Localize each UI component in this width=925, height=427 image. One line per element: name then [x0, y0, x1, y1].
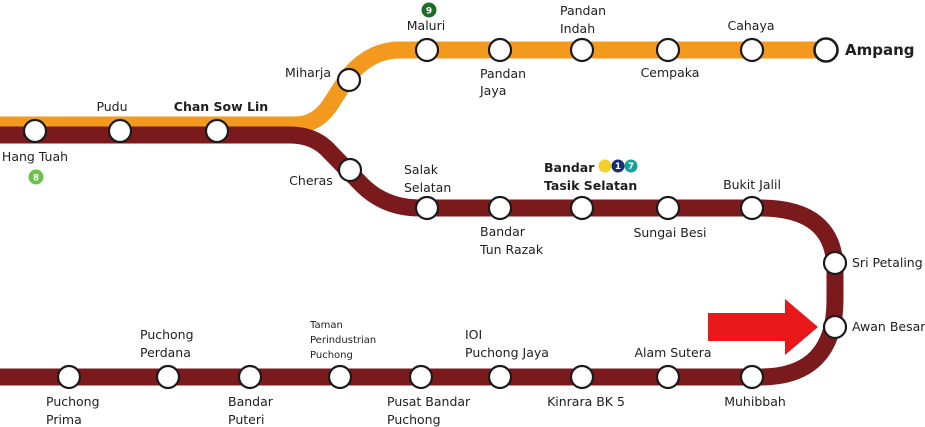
station-label: Puchong — [46, 394, 100, 409]
station-label: Perdana — [140, 345, 191, 360]
station-label: Cahaya — [727, 18, 774, 33]
station-bandar-tun-razak[interactable]: Bandar Tun Razak — [479, 195, 544, 257]
ampang-line-orange — [0, 41, 830, 134]
station-label: Sungai Besi — [633, 225, 706, 240]
station-label: Puteri — [228, 412, 264, 427]
station-pudu[interactable]: Pudu — [96, 99, 133, 144]
station-label: Tun Razak — [479, 242, 544, 257]
station-miharja[interactable]: Miharja — [285, 65, 362, 93]
station-label: Puchong — [387, 412, 441, 427]
station-label: Bandar — [544, 160, 595, 175]
station-muhibbah[interactable]: Muhibbah — [724, 364, 786, 409]
svg-text:8: 8 — [33, 174, 39, 184]
station-label: Salak — [404, 162, 439, 177]
station-label: Bukit Jalil — [723, 177, 781, 192]
station-cempaka[interactable]: Cempaka — [641, 37, 700, 80]
interchange-badge-8: 8 — [28, 169, 44, 185]
station-label: Cempaka — [641, 65, 700, 80]
station-chan-sow-lin[interactable]: Chan Sow Lin — [174, 99, 268, 144]
station-puchong-prima[interactable]: Puchong Prima — [46, 364, 100, 427]
station-label: Awan Besar — [852, 319, 925, 334]
station-cheras[interactable]: Cheras — [289, 157, 363, 188]
station-label: Taman — [309, 320, 343, 331]
station-pusat-bandar-puchong[interactable]: Pusat Bandar Puchong — [387, 364, 471, 427]
station-alam-sutera[interactable]: Alam Sutera — [634, 345, 712, 390]
station-label: Indah — [560, 21, 595, 36]
station-taman-perindustrian-puchong[interactable]: Taman Perindustrian Puchong — [309, 320, 376, 390]
station-label: Pandan — [480, 66, 526, 81]
station-label: Alam Sutera — [634, 345, 711, 360]
station-kinrara-bk5[interactable]: Kinrara BK 5 — [547, 364, 625, 409]
station-label: Puchong Jaya — [465, 345, 549, 360]
sri-petaling-line-maroon — [0, 126, 844, 386]
station-label: Tasik Selatan — [544, 178, 637, 193]
station-label: Pusat Bandar — [387, 394, 471, 409]
station-label: Jaya — [479, 83, 506, 98]
station-label: Hang Tuah — [2, 149, 68, 164]
svg-text:9: 9 — [426, 7, 432, 17]
station-label: Bandar — [228, 394, 274, 409]
station-pandan-indah[interactable]: Pandan Indah — [560, 3, 606, 63]
station-label: Muhibbah — [724, 394, 786, 409]
interchange-badge-1: 1 — [611, 159, 625, 173]
interchange-badge-7: 7 — [624, 159, 638, 173]
station-bandar-puteri[interactable]: Bandar Puteri — [228, 364, 274, 427]
station-cahaya[interactable]: Cahaya — [727, 18, 775, 63]
station-label: Sri Petaling — [852, 255, 923, 270]
station-label: Puchong — [310, 350, 353, 361]
station-label: Pudu — [96, 99, 127, 114]
interchange-badge-9: 9 — [421, 2, 437, 18]
station-puchong-perdana[interactable]: Puchong Perdana — [140, 327, 194, 390]
station-bukit-jalil[interactable]: Bukit Jalil — [723, 177, 781, 221]
station-sungai-besi[interactable]: Sungai Besi — [633, 195, 707, 240]
station-hang-tuah[interactable]: Hang Tuah — [2, 118, 68, 164]
station-label: IOI — [465, 327, 482, 342]
station-label: Pandan — [560, 3, 606, 18]
station-awan-besar[interactable]: Awan Besar — [822, 314, 925, 340]
station-label: Puchong — [140, 327, 194, 342]
station-salak-selatan[interactable]: Salak Selatan — [404, 162, 451, 221]
station-label: Chan Sow Lin — [174, 99, 268, 114]
station-sri-petaling[interactable]: Sri Petaling — [822, 250, 923, 276]
interchange-badge-ktm — [598, 159, 612, 173]
station-label: Bandar — [480, 224, 526, 239]
station-label: Cheras — [289, 173, 333, 188]
station-bandar-tasik-selatan[interactable]: Bandar Tasik Selatan — [544, 160, 637, 221]
station-maluri[interactable]: Maluri — [407, 18, 445, 63]
station-label: Kinrara BK 5 — [547, 394, 625, 409]
station-label: Selatan — [404, 180, 451, 195]
station-ampang[interactable]: Ampang — [813, 37, 915, 63]
station-label: Maluri — [407, 18, 445, 33]
red-arrow-icon — [708, 299, 818, 355]
station-label: Ampang — [845, 41, 915, 59]
station-pandan-jaya[interactable]: Pandan Jaya — [479, 37, 526, 98]
station-ioi-puchong-jaya[interactable]: IOI Puchong Jaya — [465, 327, 549, 390]
svg-text:1: 1 — [615, 162, 621, 172]
station-label: Prima — [46, 412, 82, 427]
svg-text:7: 7 — [628, 162, 634, 172]
station-label: Miharja — [285, 65, 331, 80]
station-label: Perindustrian — [310, 335, 376, 346]
